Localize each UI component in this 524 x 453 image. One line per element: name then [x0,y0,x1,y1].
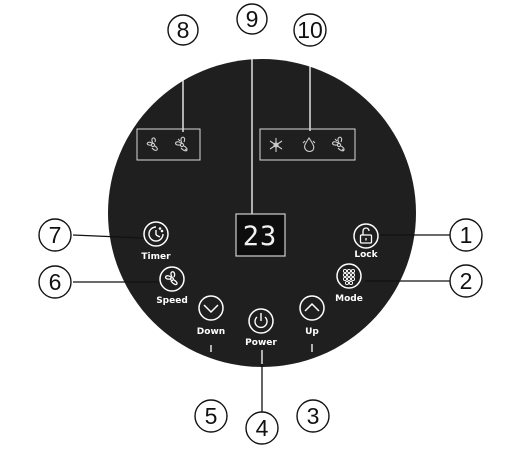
lock-label: Lock [354,250,378,260]
mode-grid-icon [342,268,356,286]
timer-icon [148,226,164,242]
leader-lines [182,36,313,364]
power-label: Power [245,338,277,348]
svg-text:6: 6 [49,269,62,295]
down-button[interactable] [198,295,224,321]
fan-indicator-group [136,128,201,161]
chevron-up-icon [304,302,320,312]
power-button[interactable] [248,308,274,334]
fan-icon [146,137,158,151]
temperature-readout: 23 [243,221,278,252]
down-label: Down [197,327,225,337]
control-panel-disc [108,59,416,367]
speed-label: Speed [156,296,188,306]
timer-label: Timer [141,252,171,262]
callout-5: 5 [194,399,228,433]
callout-2: 2 [449,264,483,298]
callout-3: 3 [296,399,330,433]
svg-text:9: 9 [246,6,259,32]
power-icon [254,313,268,329]
mode-button[interactable] [336,263,362,289]
svg-text:10: 10 [297,17,323,43]
fan-speed-icon [164,271,178,286]
callout-6: 6 [38,265,72,299]
svg-text:7: 7 [49,222,62,248]
callout-1: 1 [449,218,483,252]
svg-text:8: 8 [177,17,190,43]
temperature-display [235,213,286,257]
fan-icon [332,136,345,152]
padlock-icon [359,227,373,244]
svg-text:5: 5 [205,403,218,429]
svg-text:1: 1 [460,222,473,248]
callout-8: 8 [167,14,199,46]
callout-4: 4 [245,411,279,445]
svg-text:2: 2 [460,268,473,294]
snowflake-icon [269,138,283,152]
mode-indicator-group [259,128,356,161]
svg-text:3: 3 [307,403,320,429]
mode-label: Mode [335,294,363,304]
lock-button[interactable] [353,223,379,249]
callout-10: 10 [293,13,327,47]
water-drop-icon [302,137,316,153]
fan-icon [175,136,188,152]
up-label: Up [305,327,319,337]
outer-leader-lines [72,234,450,412]
callout-7: 7 [38,218,72,252]
chevron-down-icon [203,304,219,314]
speed-button[interactable] [159,266,185,292]
callout-9: 9 [236,3,268,35]
svg-text:4: 4 [256,415,269,441]
timer-button[interactable] [143,221,169,247]
up-button[interactable] [299,295,325,321]
